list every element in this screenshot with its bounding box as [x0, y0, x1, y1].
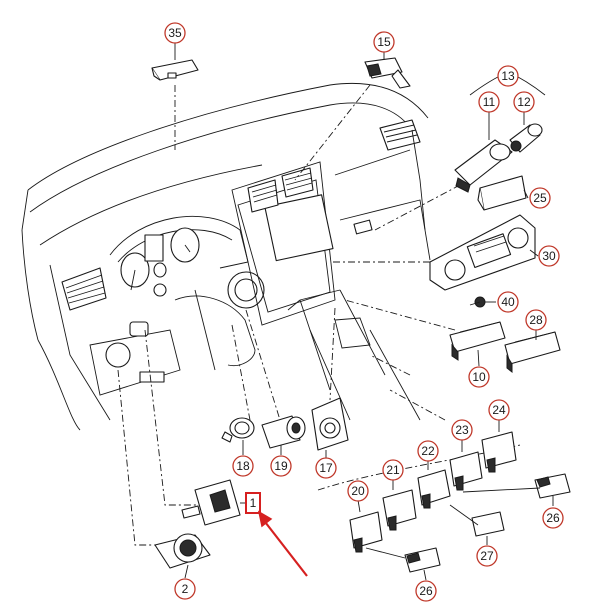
callout-28: 28: [525, 309, 547, 331]
part-15-switch: [364, 57, 411, 89]
svg-text:26: 26: [546, 511, 560, 525]
callout-19: 19: [270, 455, 292, 477]
svg-text:13: 13: [501, 69, 515, 83]
svg-text:11: 11: [483, 95, 496, 109]
svg-text:21: 21: [386, 463, 400, 477]
part-25-panel: [477, 175, 527, 211]
callout-26-bottom: 26: [415, 580, 437, 602]
svg-text:22: 22: [421, 444, 435, 458]
part-17-bezel: [311, 397, 349, 451]
svg-text:27: 27: [480, 549, 494, 563]
callout-20: 20: [347, 480, 369, 502]
svg-text:15: 15: [377, 35, 391, 49]
svg-text:20: 20: [351, 484, 365, 498]
callout-30: 30: [538, 245, 560, 267]
part-23-button: [449, 451, 483, 491]
part-30-climate-control: [429, 214, 536, 291]
part-35-cover: [151, 59, 199, 81]
svg-text:2: 2: [182, 582, 189, 596]
svg-text:25: 25: [533, 191, 547, 205]
callout-27: 27: [476, 545, 498, 567]
callout-10: 10: [468, 366, 490, 388]
part-24-button: [481, 431, 517, 473]
dashboard-outline: [21, 83, 431, 431]
part-12-lighter: [509, 123, 543, 153]
highlight-label: 1: [250, 496, 257, 510]
callout-18: 18: [232, 455, 254, 477]
callout-22: 22: [417, 440, 439, 462]
svg-text:26: 26: [419, 584, 433, 598]
callout-23: 23: [451, 419, 473, 441]
part-40-screw: [469, 296, 486, 308]
part-21-button: [382, 489, 417, 531]
svg-text:23: 23: [455, 423, 469, 437]
part-28-switch-bar: [504, 331, 561, 374]
callout-2: 2: [174, 578, 196, 600]
svg-text:12: 12: [517, 95, 531, 109]
callout-13: 13: [497, 65, 519, 87]
callout-26-right: 26: [542, 507, 564, 529]
svg-text:18: 18: [236, 459, 250, 473]
svg-text:17: 17: [319, 461, 333, 475]
callout-40: 40: [497, 291, 519, 313]
part-27-blank-cover: [471, 511, 505, 537]
svg-text:28: 28: [529, 313, 543, 327]
part-10-switch-bar: [449, 321, 506, 361]
svg-text:40: 40: [501, 295, 515, 309]
part-2-light-switch: [154, 533, 211, 569]
part-1-headlight-switch: [181, 479, 241, 526]
highlight-box: [245, 492, 261, 514]
callout-15: 15: [373, 31, 395, 53]
part-11-socket: [454, 139, 513, 193]
svg-text:30: 30: [542, 249, 556, 263]
callout-25: 25: [529, 187, 551, 209]
part-19-lock-cylinder: [261, 415, 306, 449]
svg-text:10: 10: [472, 370, 486, 384]
callout-12: 12: [513, 91, 535, 113]
callout-24: 24: [488, 399, 510, 421]
red-arrow: [257, 510, 308, 577]
svg-text:35: 35: [168, 26, 182, 40]
callout-21: 21: [382, 459, 404, 481]
part-22-button: [417, 469, 451, 509]
part-26-blank-cover-top: [534, 473, 571, 499]
highlight-callout-1: 1: [240, 492, 261, 514]
svg-text:19: 19: [274, 459, 288, 473]
callout-17: 17: [315, 457, 337, 479]
svg-text:24: 24: [492, 403, 506, 417]
part-26-blank-cover-bottom: [404, 547, 441, 573]
part-20-button: [349, 511, 383, 553]
arrow-head: [257, 510, 273, 528]
callout-35: 35: [164, 22, 186, 44]
callout-11: 11: [478, 91, 500, 113]
part-18-ring: [221, 417, 255, 443]
